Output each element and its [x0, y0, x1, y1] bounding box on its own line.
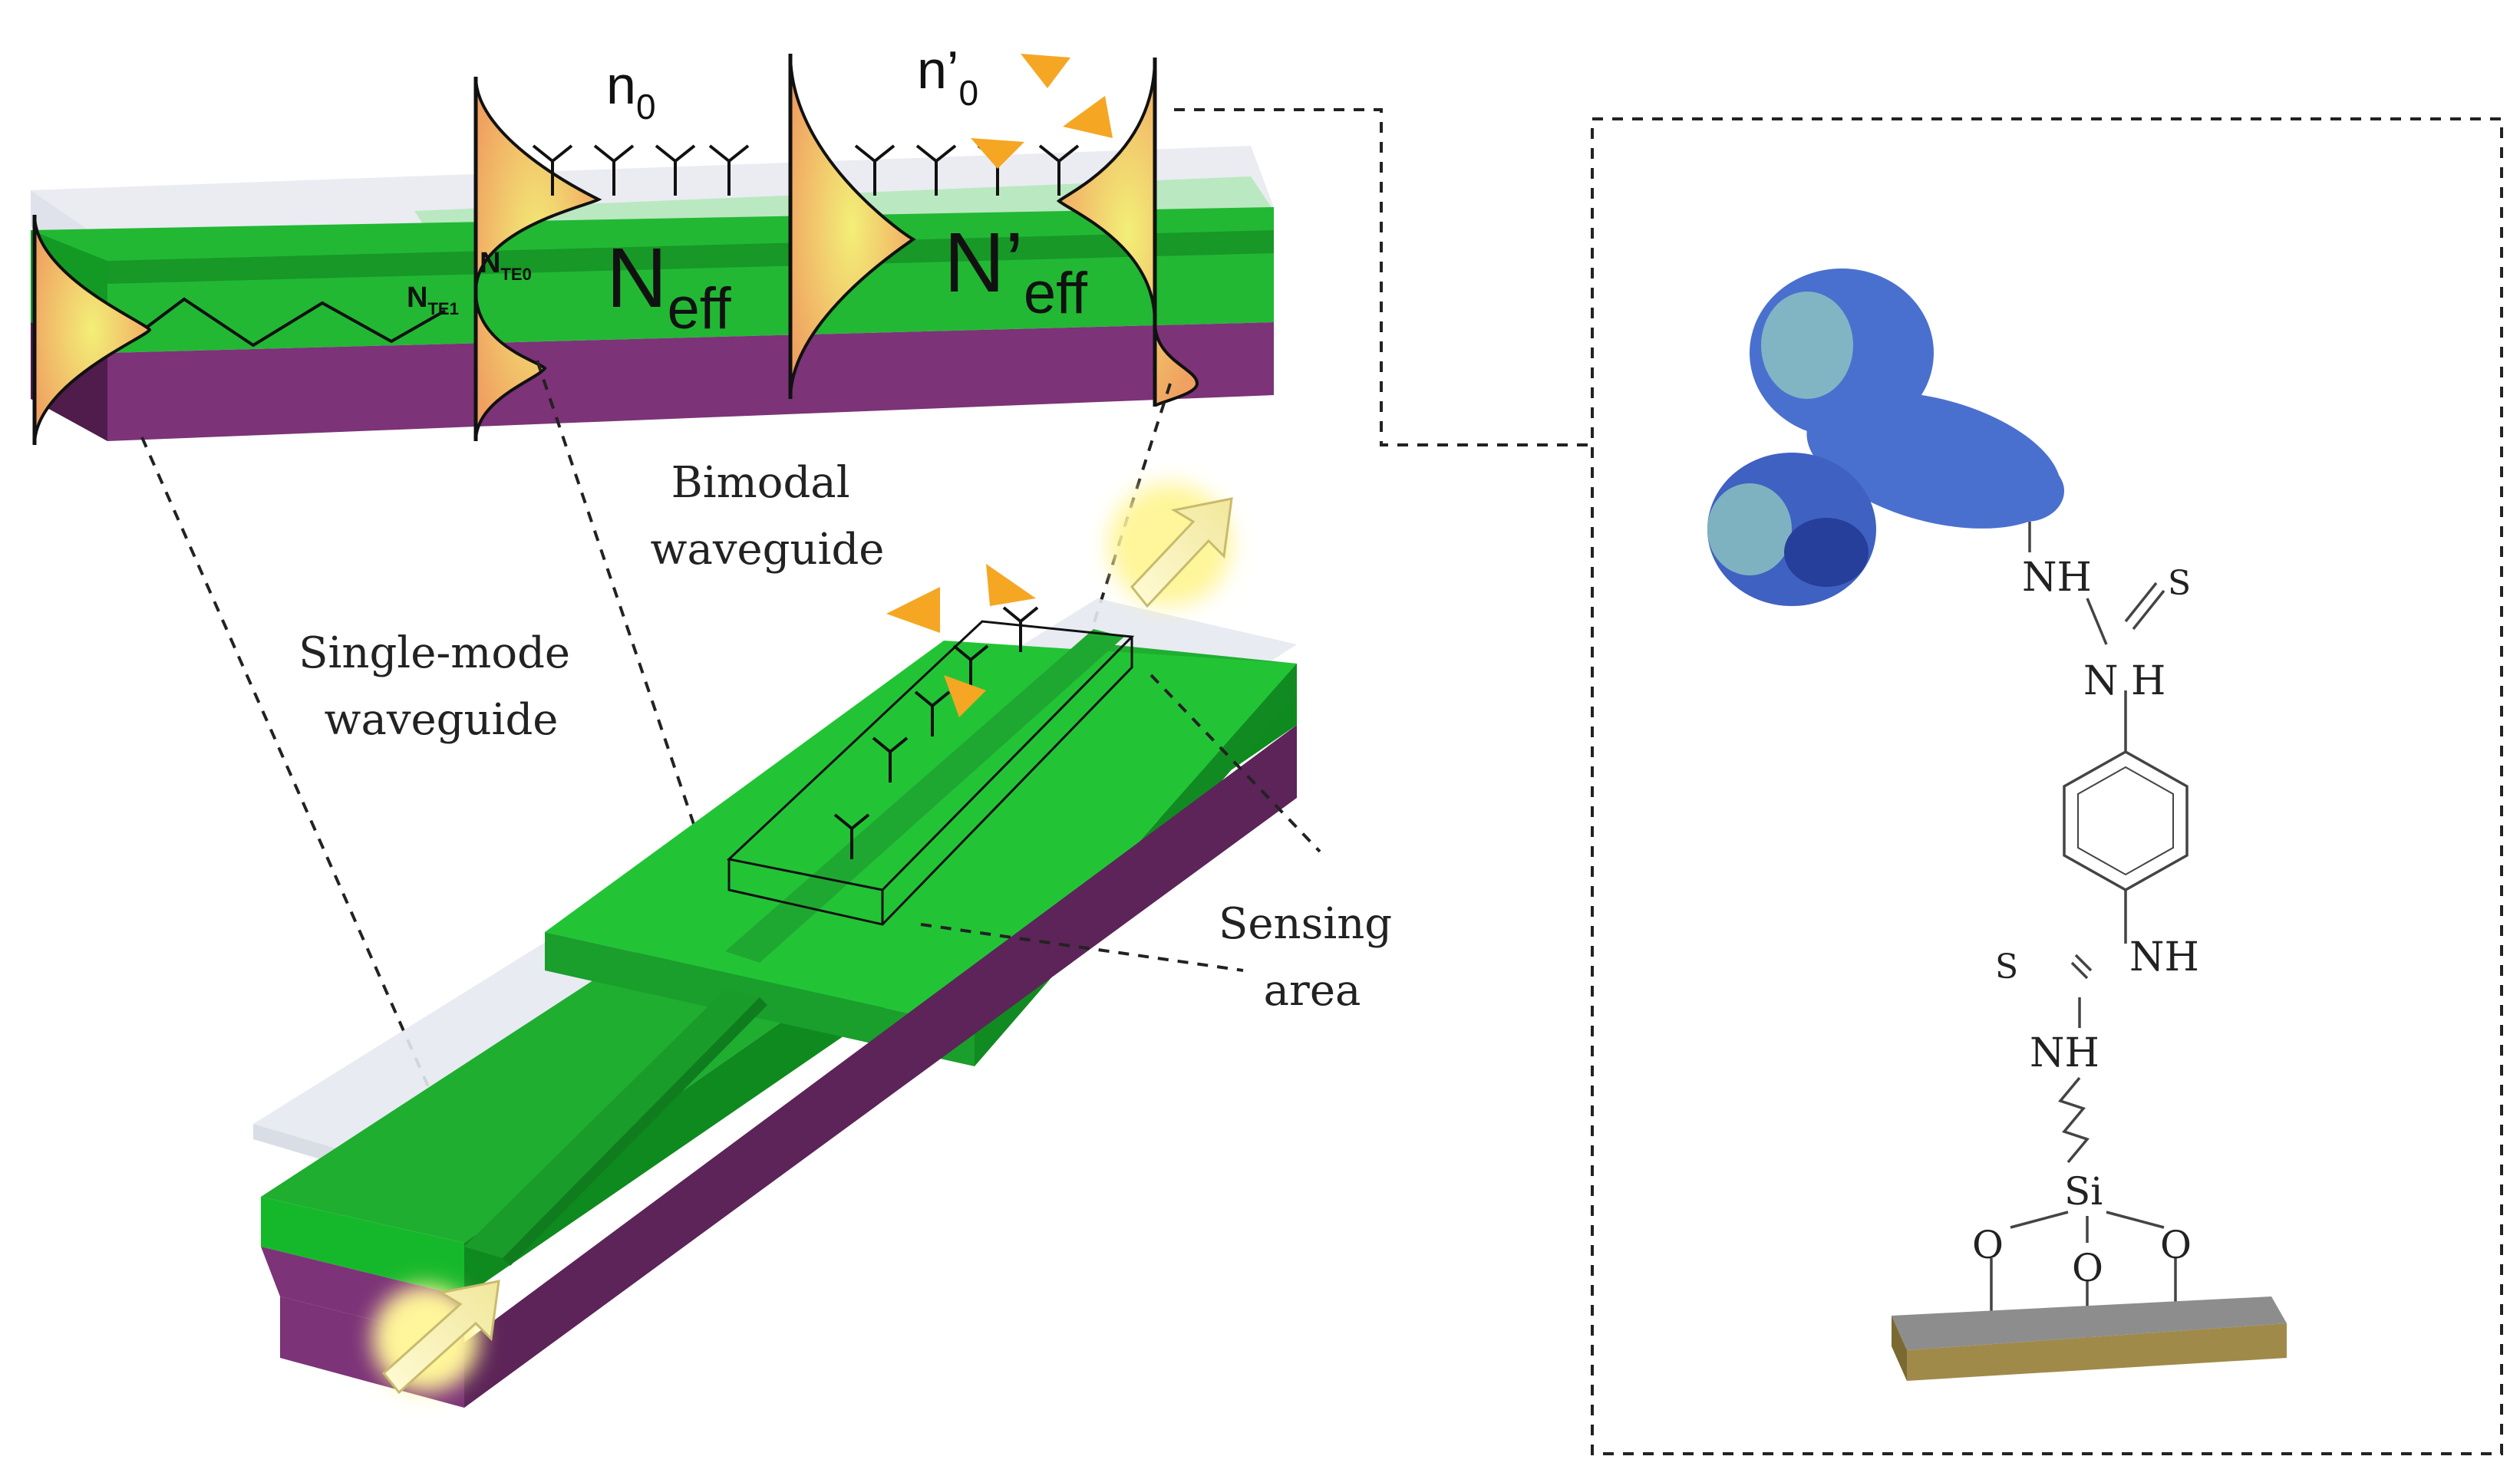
- silicon-substrate: [1892, 1296, 2287, 1381]
- bimodal-platform: [545, 641, 1297, 1028]
- mode-profile-input: [32, 214, 152, 446]
- chem-labels: NH S N H NH S NH Si O O O: [1972, 555, 2199, 1290]
- ray-zigzag: [121, 297, 446, 348]
- mode-profile-output: [1056, 57, 1199, 408]
- mode-profile-te0-te1: [473, 76, 602, 442]
- chip-substrate-right: [464, 725, 1297, 1408]
- svg-text:NH: NH: [2030, 1030, 2099, 1076]
- input-light-arrow: [372, 1280, 500, 1395]
- svg-text:NH: NH: [2022, 555, 2092, 601]
- svg-text:Si: Si: [2064, 1169, 2103, 1214]
- svg-text:N H: N H: [2083, 658, 2165, 704]
- svg-text:O: O: [2160, 1223, 2192, 1267]
- sensing-leader: [920, 674, 1321, 972]
- chip-3d: [253, 483, 1297, 1408]
- label-n0: n0: [606, 55, 656, 127]
- antibody-protein: [1707, 269, 2064, 606]
- svg-text:S: S: [1995, 947, 2018, 987]
- label-sensing-area: Sensing area: [1219, 899, 1406, 1016]
- label-nte0: NTE0: [480, 247, 532, 284]
- antibodies-sensing: [833, 606, 1039, 859]
- label-bimodal: Bimodal waveguide: [651, 458, 885, 575]
- svg-text:S: S: [2168, 564, 2191, 603]
- substrate-strip-front: [107, 322, 1274, 441]
- analyte-triangles-top: [971, 54, 1113, 169]
- label-nte1: NTE1: [407, 282, 459, 318]
- svg-text:O: O: [2072, 1246, 2103, 1290]
- mode-profile-neff: [788, 53, 916, 400]
- single-mode-ridge: [464, 990, 760, 1258]
- svg-text:NH: NH: [2129, 934, 2199, 980]
- sensing-area-box: [726, 620, 1135, 926]
- output-light-arrow: [1109, 483, 1233, 608]
- label-neff: Neff: [606, 231, 731, 341]
- label-single-mode: Single-mode waveguide: [299, 628, 584, 745]
- label-neff-prime: N’eff: [944, 216, 1088, 326]
- label-n0-prime: n’0: [917, 40, 978, 113]
- analyte-triangles-chip: [886, 564, 1036, 717]
- chemistry-inset-frame: [1591, 117, 2503, 1455]
- cross-section-strip: n0 n’0 Neff N’eff NTE1 NTE0: [31, 40, 1274, 446]
- svg-text:O: O: [1972, 1223, 2004, 1267]
